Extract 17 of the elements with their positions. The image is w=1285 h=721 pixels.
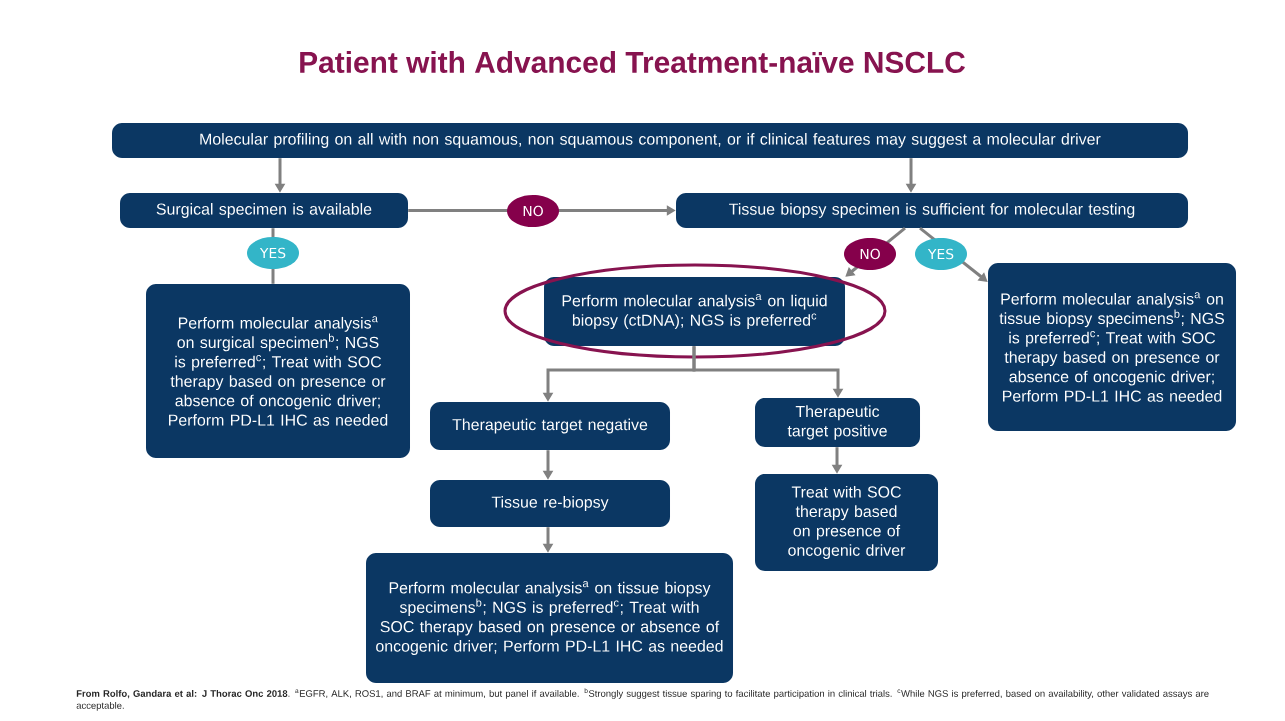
process-box: Therapeutic target negative <box>430 402 670 450</box>
process-box: Tissue biopsy specimen is sufficient for molecular testing <box>676 193 1188 228</box>
process-box: Treat with SOC therapy based on presence of oncogenic driver <box>755 474 938 571</box>
process-box: Therapeutic target positive <box>755 398 920 447</box>
process-box: Molecular profiling on all with non squamous, non squamous component, or if clinical features may suggest a molecular driver <box>112 123 1188 158</box>
edge-label: NO <box>507 195 559 227</box>
edge-label: NO <box>844 238 896 270</box>
caption: From Rolfo, Gandara et al: J Thorac Onc 2018. $^{a}$EGFR, ALK, ROS1, and BRAF at minimum, but panel if available. $^{b}$Strongly suggest tissue sparing to facilitate participation in clinical trials. $^{c}$While NGS is preferred, based on availability, other validated assays are acceptable. <box>76 688 1209 711</box>
process-box: Perform molecular analysis$^{a}$ on tissue biopsy specimens$^{b}$; NGS is preferred$^{c}$; Treat with SOC therapy based on presence or absence of oncogenic driver; Perform PD-L1 IHC as needed <box>988 263 1236 431</box>
process-box: Tissue re-biopsy <box>430 480 670 527</box>
edge-label: YES <box>915 238 967 270</box>
edge-label: YES <box>247 237 299 269</box>
process-box: Perform molecular analysis$^{a}$ on liquid biopsy (ctDNA); NGS is preferred$^{c}$ <box>544 277 845 346</box>
title: Patient with Advanced Treatment-naïve NSCLC <box>300 51 965 73</box>
process-box: Surgical specimen is available <box>120 193 408 228</box>
process-box: Perform molecular analysis$^{a}$ on surgical specimen$^{b}$; NGS is preferred$^{c}$; Treat with SOC therapy based on presence or absence of oncogenic driver; Perform PD-L1 IHC as needed <box>146 284 410 458</box>
process-box: Perform molecular analysis$^{a}$ on tissue biopsy specimens$^{b}$; NGS is preferred$^{c}$; Treat with SOC therapy based on presence or absence of oncogenic driver; Perform PD-L1 IHC as needed <box>366 553 733 683</box>
